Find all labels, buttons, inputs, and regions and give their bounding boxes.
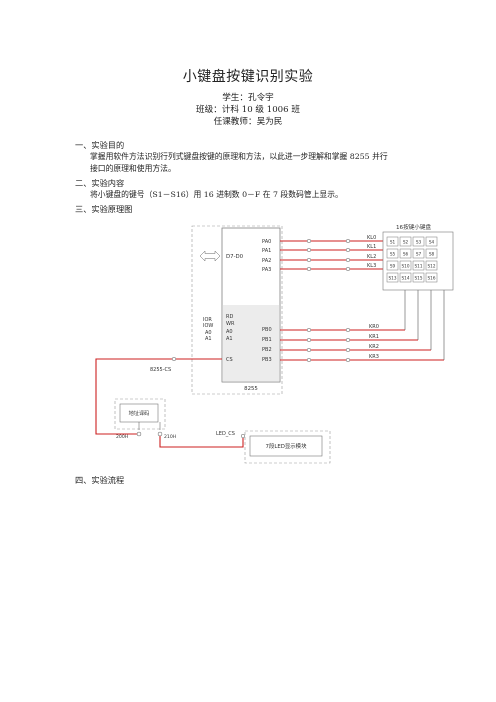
kr2-label: KR2	[369, 344, 379, 350]
kr1-label: KR1	[369, 334, 379, 340]
pin-pb0: PB0	[262, 327, 272, 333]
key-cell	[386, 272, 399, 283]
pb-terminals	[306, 327, 351, 363]
cs-terminal	[171, 356, 177, 362]
key-label: S12	[428, 264, 436, 269]
key-cell	[399, 260, 412, 271]
key-label: S16	[428, 276, 436, 281]
pin-wr: WR	[226, 321, 235, 327]
purpose-line-2: 接口的原理和使用方法。	[90, 164, 176, 173]
cs-label: 8255-CS	[150, 367, 171, 373]
key-cell	[412, 248, 425, 259]
addr-200h: 200H	[116, 434, 128, 440]
key-cell	[412, 236, 425, 247]
kl3-label: KL3	[367, 263, 376, 269]
page-title: 小键盘按键识别实验	[182, 69, 314, 85]
key-label: S5	[390, 252, 396, 257]
key-label: S6	[403, 252, 409, 257]
pin-pb2: PB2	[262, 347, 272, 353]
system-dashed-box	[191, 225, 283, 395]
key-cell	[425, 272, 438, 283]
key-label: S1	[390, 240, 396, 245]
pin-pb1: PB1	[262, 337, 272, 343]
pin-a1: A1	[226, 336, 233, 342]
pin-rd: RD	[226, 314, 233, 320]
pb-wires	[280, 329, 444, 361]
led-module-dashed-box	[244, 430, 331, 464]
key-label: S4	[429, 240, 435, 245]
key-cell	[425, 248, 438, 259]
kl1-label: KL1	[367, 244, 376, 250]
pin-pa1: PA1	[262, 248, 271, 254]
pa-terminals	[306, 238, 351, 272]
key-label: S3	[416, 240, 422, 245]
key-cell	[399, 272, 412, 283]
column-wires	[404, 289, 445, 360]
key-cell	[412, 260, 425, 271]
section-heading-content: 二、实验内容	[75, 178, 125, 188]
keypad-title: 16按键小键盘	[396, 223, 431, 231]
data-bus-arrow	[199, 250, 221, 262]
student-line: 学生：孔令宇	[222, 93, 274, 103]
key-cell	[399, 236, 412, 247]
pin-a0-left: A0	[205, 330, 212, 336]
pa-wires	[280, 240, 385, 270]
decoder-out-200h	[136, 431, 142, 437]
chip-name: 8255	[244, 386, 258, 392]
content-line-1: 将小键盘的键号（S1－S16）用 16 进制数 0－F 在 7 段数码管上显示。	[90, 190, 343, 199]
key-cell	[399, 248, 412, 259]
kl2-label: KL2	[367, 254, 376, 260]
pin-cs: CS	[226, 357, 233, 363]
bus-label: D7-D0	[226, 254, 244, 260]
key-label: S14	[402, 276, 410, 281]
decoder-label: 地址译码	[129, 409, 150, 417]
key-label: S13	[389, 276, 397, 281]
decoder-dashed-box	[114, 398, 166, 430]
key-cell	[425, 260, 438, 271]
led-module-box	[249, 435, 323, 457]
key-label: S7	[416, 252, 422, 257]
kr0-label: KR0	[369, 324, 379, 330]
key-cell	[412, 272, 425, 283]
decoder-out-210h	[157, 431, 163, 437]
kr3-label: KR3	[369, 354, 379, 360]
pin-pa0: PA0	[262, 239, 271, 245]
addr-210h: 210H	[164, 434, 176, 440]
section-heading-process: 四、实验流程	[75, 475, 125, 485]
pin-ior: IOR	[203, 317, 212, 323]
key-label: S15	[415, 276, 423, 281]
section-heading-purpose: 一、实验目的	[75, 140, 125, 150]
led-module-label: 7段LED显示模块	[266, 442, 308, 450]
pin-pa3: PA3	[262, 267, 271, 273]
key-label: S9	[390, 264, 396, 269]
pin-a1-left: A1	[205, 336, 212, 342]
teacher-line: 任课教师：吴为民	[213, 117, 283, 127]
chip-8255-shade	[222, 305, 280, 382]
led-cs-terminal	[240, 433, 246, 439]
purpose-line-1: 掌握用软件方法识别行列式键盘按键的原理和方法，以此进一步理解和掌握 8255 并…	[90, 152, 388, 161]
key-cell	[425, 236, 438, 247]
key-cell	[386, 260, 399, 271]
key-label: S10	[402, 264, 410, 269]
kl0-label: KL0	[367, 235, 376, 241]
section-heading-diagram: 三、实验原理图	[75, 204, 133, 214]
key-cell	[386, 236, 399, 247]
pin-pb3: PB3	[262, 357, 272, 363]
class-line: 班级：计科 10 级 1006 班	[196, 105, 300, 115]
pin-a0: A0	[226, 329, 233, 335]
key-cell	[386, 248, 399, 259]
led-cs-wire	[159, 436, 244, 448]
key-label: S11	[415, 264, 423, 269]
led-cs-label: LED_CS	[216, 431, 235, 437]
pin-iow: IOW	[203, 323, 213, 329]
pin-pa2: PA2	[262, 258, 271, 264]
key-label: S8	[429, 252, 435, 257]
key-label: S2	[403, 240, 409, 245]
